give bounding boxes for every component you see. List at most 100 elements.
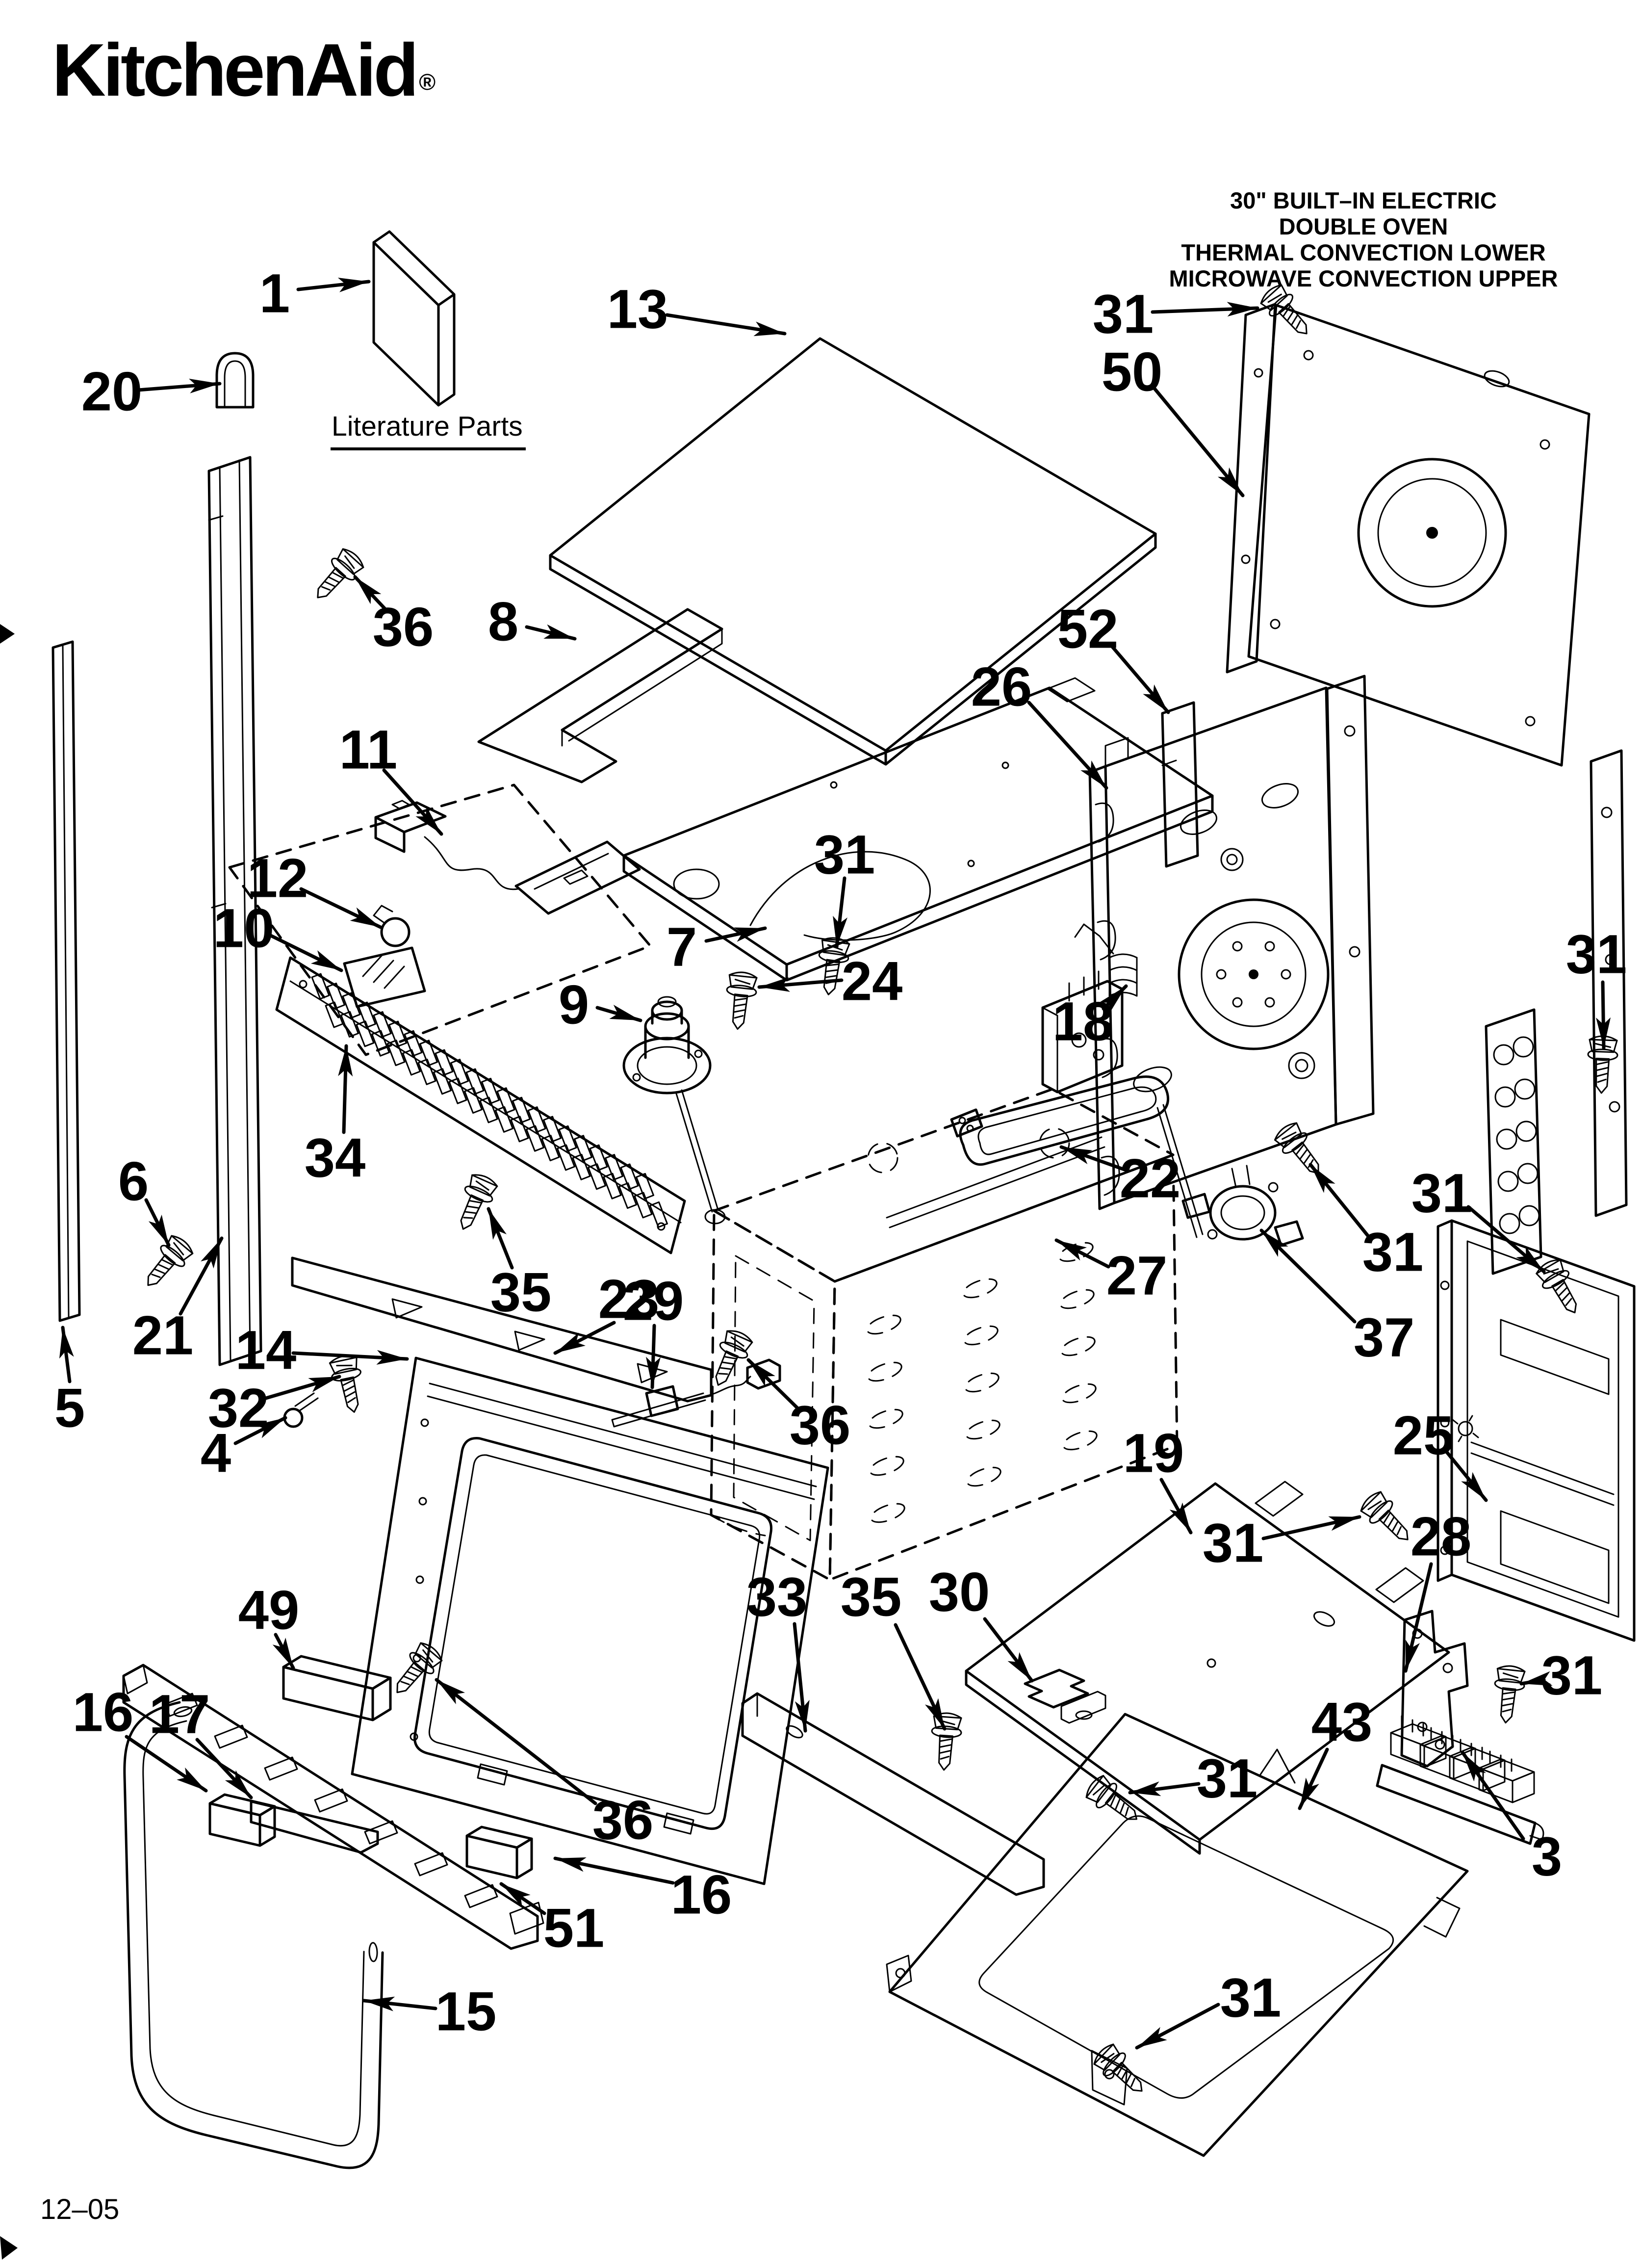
decor [966,1466,1001,1487]
callout-arrow-31 [1308,1163,1370,1238]
callout-arrow-43 [1298,1747,1329,1810]
part-number-27: 27 [1106,1245,1168,1306]
decor [402,1049,421,1076]
broil-element-part-22 [950,1075,1204,1238]
part-number-34: 34 [305,1127,366,1189]
vent-grille-part-34 [275,956,686,1254]
callout-arrow-35 [894,1623,947,1731]
part-number-31: 31 [1203,1512,1264,1574]
model-title-line-4: MICROWAVE CONVECTION UPPER [1169,265,1558,291]
fan-motor-part-9 [622,996,726,1225]
decor [1514,1078,1536,1100]
decor [1401,1715,1424,1737]
brand-logo: KitchenAid® [52,27,436,113]
latch-assembly-part-18 [1041,923,1138,1094]
part-number-36: 36 [592,1790,654,1851]
bracket-part-3 [1400,1610,1469,1768]
part-number-16: 16 [73,1682,134,1743]
part-number-31: 31 [1541,1645,1603,1706]
decor [1062,1430,1098,1451]
callout-arrow-24 [757,977,844,992]
decor [465,1068,485,1095]
part-number-51: 51 [543,1898,605,1959]
decor [327,982,345,1009]
door-gasket-part-15 [123,1701,384,2169]
decor [634,1192,653,1219]
side-channel-part-21 [207,456,262,1366]
part-number-23: 23 [598,1269,660,1330]
decor [557,1144,575,1171]
callout-arrow-31 [1128,1781,1201,1796]
scan-artifact-corner [0,2236,18,2260]
part-number-5: 5 [54,1378,85,1439]
side-panel-part-25 [1437,1219,1636,1642]
decor [1264,941,1275,952]
decor [311,973,330,1000]
callout-arrow-26 [1027,701,1108,790]
decor [963,1325,999,1346]
callout-arrow-31 [1519,1671,1553,1686]
part-number-31: 31 [1197,1748,1258,1809]
callout-arrow-14 [291,1350,409,1365]
decor [526,1125,544,1152]
part-number-20: 20 [81,361,143,422]
callout-arrow-50 [1153,387,1245,497]
end-cap-part-20 [215,352,255,409]
part-number-3: 3 [1532,1826,1562,1887]
decor [868,1408,903,1429]
callout-arrow-25 [1445,1450,1488,1502]
decor [867,1361,902,1382]
callout-arrow-23 [553,1321,616,1355]
thermostat-part-37 [1181,1165,1304,1247]
part-number-31: 31 [1411,1163,1473,1224]
callout-arrow-19 [1159,1478,1193,1535]
callout-arrow-7 [704,926,767,943]
callout-arrow-1 [296,277,371,292]
callout-arrow-31 [1151,302,1259,317]
part-number-10: 10 [213,898,275,959]
decor [870,1503,905,1523]
callout-arrow-31 [1596,980,1611,1050]
decor [325,1001,344,1028]
callout-arrow-34 [338,1044,353,1134]
decor [1060,1336,1096,1356]
part-number-8: 8 [488,591,518,652]
handle-spacer-part-49 [282,1655,392,1721]
part-number-17: 17 [149,1684,210,1745]
decor [1518,1205,1540,1226]
part-number-49: 49 [238,1580,300,1641]
decor [1232,997,1243,1008]
part-number-19: 19 [1123,1423,1184,1484]
part-number-9: 9 [559,974,589,1036]
decor [866,1314,901,1335]
part-number-13: 13 [607,279,668,340]
decor [388,1020,407,1047]
decor [589,1144,608,1171]
literature-pack-part-1 [372,230,456,407]
decor [636,1173,654,1199]
decor [435,1049,454,1076]
decor [479,1096,498,1123]
decor [1489,1750,1513,1772]
decor [605,1154,623,1181]
blower-plate-holes [1216,941,1291,1008]
decor [1281,969,1291,980]
callout-arrow-37 [1259,1228,1357,1324]
callout-arrow-16 [553,1856,675,1885]
callout-arrow-22 [1059,1145,1129,1173]
decor [1061,1383,1097,1404]
part-number-31: 31 [1362,1222,1424,1283]
part-number-6: 6 [118,1151,149,1212]
callout-arrow-9 [595,1005,642,1022]
decor [450,1059,469,1086]
decor [433,1068,452,1095]
spacer-part-4 [283,1392,319,1428]
callout-arrow-17 [195,1738,253,1799]
part-number-16: 16 [671,1864,732,1926]
callout-arrow-18 [1099,984,1128,1013]
model-title: 30" BUILT–IN ELECTRIC DOUBLE OVEN THERMA… [1123,187,1604,291]
part-number-18: 18 [1052,991,1114,1052]
back-panel-part-26 [1088,675,1375,1210]
decor [356,1020,375,1047]
